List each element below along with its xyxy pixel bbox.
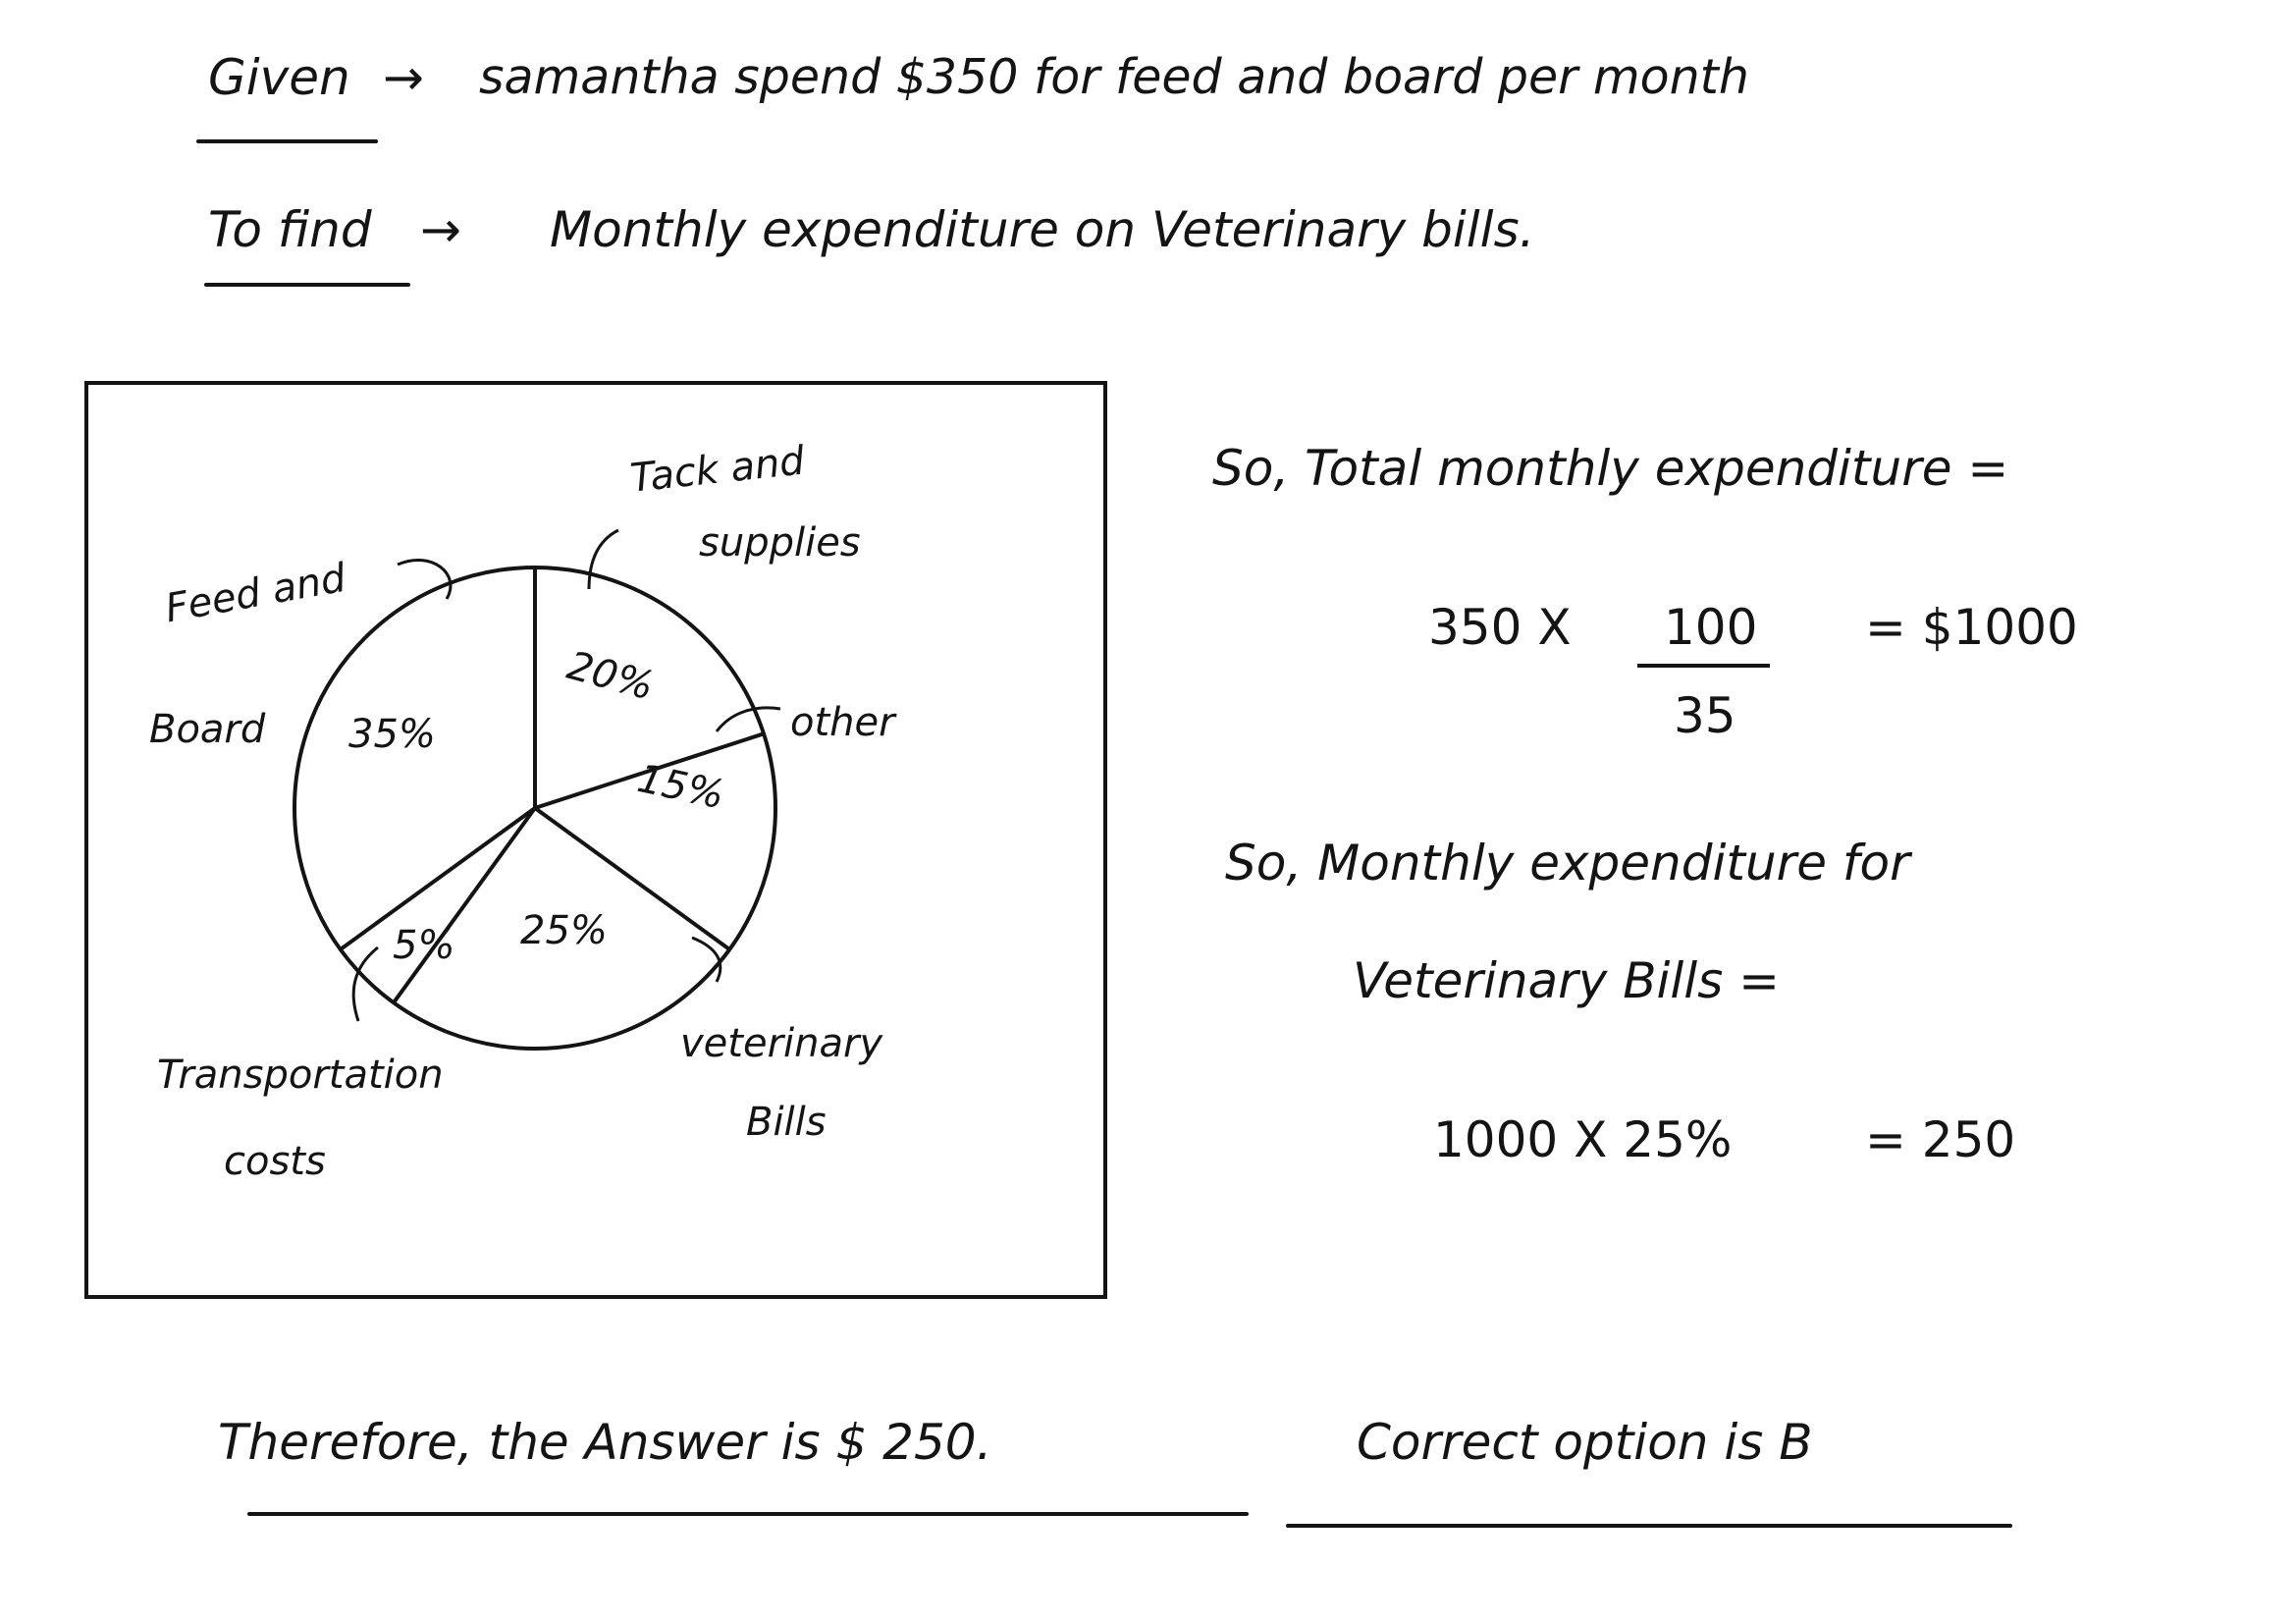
- label-vet-2: Bills: [746, 1100, 827, 1145]
- tofind-label: To find: [208, 201, 372, 258]
- conclusion-underline: [247, 1512, 1249, 1516]
- pie-slices: [339, 567, 765, 1004]
- vet-line-2: Veterinary Bills =: [1353, 952, 1781, 1009]
- tofind-underline: [204, 283, 410, 287]
- leader-arrow-feed: [397, 559, 453, 600]
- tofind-arrow: →: [420, 201, 461, 258]
- vet-calc: 1000 X 25%: [1433, 1111, 1733, 1168]
- pct-vet: 25%: [520, 908, 608, 953]
- label-vet-1: veterinary: [680, 1021, 883, 1066]
- conclusion-text: Therefore, the Answer is $ 250.: [218, 1414, 992, 1471]
- vet-result: = 250: [1865, 1111, 2016, 1168]
- fraction-bar: [1637, 664, 1770, 668]
- given-label: Given: [208, 49, 350, 106]
- total-line: So, Total monthly expenditure =: [1212, 440, 2009, 497]
- leader-arrow-other: [715, 706, 781, 732]
- given-arrow: →: [383, 49, 424, 106]
- option-underline: [1286, 1524, 2012, 1528]
- pie-slice-boundary-4: [392, 806, 537, 1004]
- tofind-text: Monthly expenditure on Veterinary bills.: [550, 201, 1535, 258]
- label-trans-1: Transportation: [157, 1053, 444, 1098]
- label-feed-2: Board: [149, 707, 266, 752]
- calc-left: 350 X: [1428, 599, 1572, 656]
- calc-numerator: 100: [1664, 599, 1758, 656]
- pie-slice-boundary-2: [534, 731, 765, 810]
- conclusion-option: Correct option is B: [1357, 1414, 1813, 1471]
- leader-arrow-tack: [587, 528, 619, 590]
- pct-feed: 35%: [348, 712, 436, 757]
- calc-result: = $1000: [1865, 599, 2078, 656]
- label-trans-2: costs: [224, 1139, 326, 1184]
- given-text: samantha spend $350 for feed and board p…: [479, 49, 1749, 105]
- label-tack-2: supplies: [699, 520, 861, 566]
- pie-slice-boundary-3: [533, 806, 731, 951]
- given-underline: [196, 139, 378, 143]
- pie-slice-boundary-0: [339, 806, 537, 951]
- leader-arrow-trans: [351, 945, 379, 1022]
- calc-denominator: 35: [1674, 687, 1736, 744]
- pct-trans: 5%: [393, 923, 455, 968]
- label-other: other: [790, 700, 895, 745]
- vet-line-1: So, Monthly expenditure for: [1225, 835, 1910, 891]
- chart-frame: [84, 381, 1107, 1299]
- leader-arrow-vet: [691, 936, 722, 983]
